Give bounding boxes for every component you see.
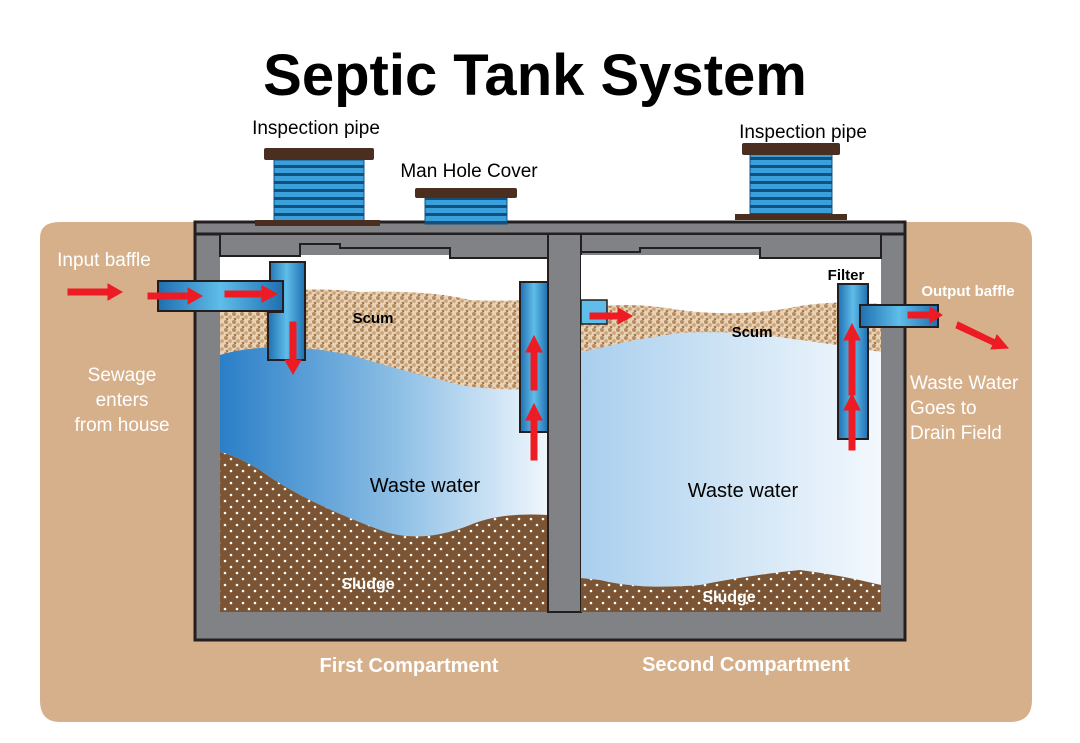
label-sludge-1: Sludge [341,576,394,593]
label-sludge-2: Sludge [702,589,755,606]
label-input-baffle: Input baffle [57,250,151,271]
sludge-layer-1 [220,452,548,612]
first-compartment [219,233,549,612]
arrow-in-pipe [147,287,204,305]
label-waste-water-2: Waste water [688,480,799,502]
transfer-opening [580,299,608,325]
man-hole-cover [415,188,517,225]
label-filter: Filter [828,267,865,284]
inspection-pipe-left [255,148,380,226]
arrow-in-tee [224,285,279,303]
arrow-up-filter-a [843,322,861,396]
arrow-transfer [589,307,634,325]
label-scum-2: Scum [732,324,773,341]
diagram-title: Septic Tank System [263,43,807,108]
arrow-up-filter-b [843,392,861,451]
label-first-compartment: First Compartment [320,655,499,677]
arrow-to-drain [955,321,1010,350]
label-sewage-line2: enters [96,390,149,411]
arrow-down-baffle [284,321,302,376]
label-sewage-line3: from house [74,415,169,436]
waste-water-area-2 [581,330,881,587]
label-second-compartment: Second Compartment [642,654,850,676]
label-waste-water-1: Waste water [370,475,481,497]
flow-arrows [67,283,1010,461]
arrow-outlet [907,306,943,324]
label-scum-1: Scum [353,310,394,327]
sludge-layer-2 [581,570,881,612]
label-man-hole-cover: Man Hole Cover [400,161,538,182]
label-sewage-line1: Sewage [88,365,157,386]
inspection-pipe-right [735,143,847,220]
label-waste-out-line2: Goes to [910,398,977,419]
tank-ceiling-2 [580,233,882,259]
label-inspection-pipe-left: Inspection pipe [252,118,380,139]
scum-layer-2 [581,302,881,352]
label-waste-out-line1: Waste Water [910,373,1019,394]
label-waste-out-line3: Drain Field [910,423,1002,444]
input-baffle-tee [267,261,306,361]
arrow-up-riser-1b [525,402,543,461]
arrow-up-riser-1a [525,334,543,391]
second-compartment [580,233,882,612]
dividing-wall [547,233,582,613]
label-output-baffle: Output baffle [921,283,1014,300]
label-inspection-pipe-right: Inspection pipe [739,122,867,143]
arrow-into-inlet [67,283,124,301]
